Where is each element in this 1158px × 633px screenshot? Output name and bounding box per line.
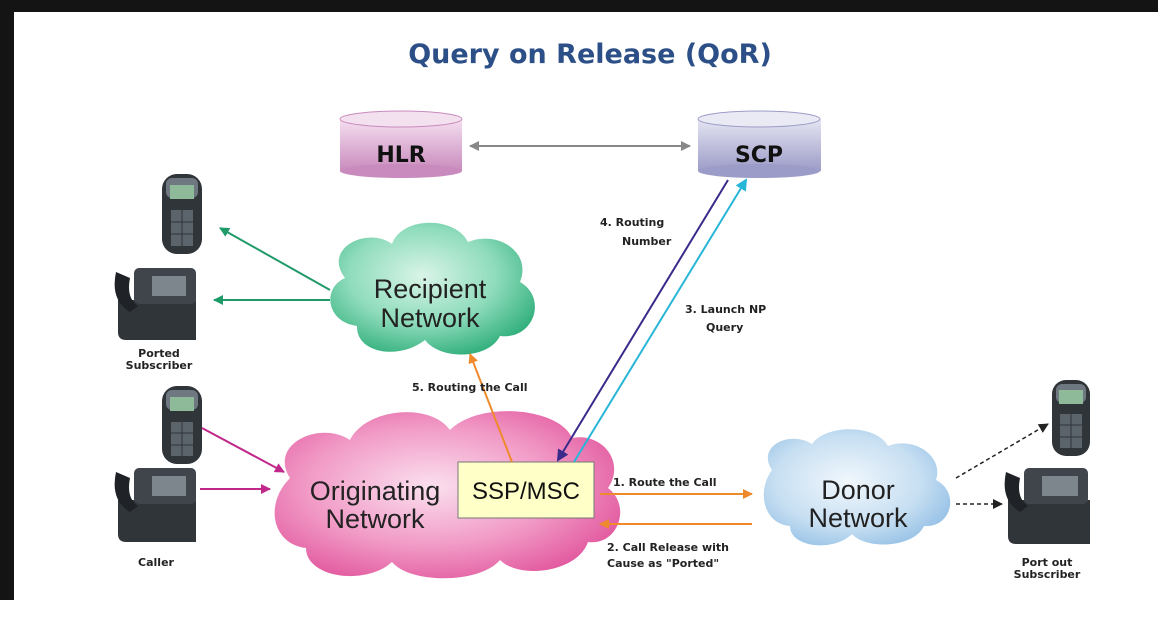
step4-label-line2: Number [622, 235, 672, 248]
ssp-msc-label: SSP/MSC [472, 478, 580, 505]
donor-network-label-line1: Donor [821, 475, 895, 505]
originating-network-label-line2: Network [325, 504, 425, 534]
donor-network-cloud: Donor Network [763, 429, 951, 546]
mobile-phone-icon [1052, 380, 1090, 456]
originating-network-cloud: Originating Network [274, 411, 621, 579]
originating-network-label-line1: Originating [310, 476, 441, 506]
caller-mobile-to-originating-arrow [201, 427, 285, 473]
port-out-subscriber-label-line1: Port out [1022, 556, 1073, 569]
step5-label: 5. Routing the Call [412, 381, 528, 394]
step5-routing-arrow [468, 353, 513, 463]
caller-label: Caller [138, 556, 174, 569]
mobile-phone-icon [162, 386, 202, 464]
ported-subscriber-label-line2: Subscriber [126, 359, 193, 372]
mobile-phone-icon [162, 174, 202, 254]
step3-label-line2: Query [706, 321, 743, 334]
donor-to-mobile-arrow [955, 423, 1049, 479]
frame-left-border [0, 0, 14, 600]
desk-phone-icon [114, 468, 196, 542]
recipient-network-label-line1: Recipient [374, 274, 487, 304]
donor-network-label-line2: Network [808, 503, 908, 533]
hlr-database-icon: HLR [339, 110, 463, 178]
step2-label-line2: Cause as "Ported" [607, 557, 719, 570]
step4-routing-number-arrow [556, 179, 729, 462]
desk-phone-icon [1004, 468, 1090, 544]
recipient-network-label-line2: Network [380, 303, 480, 333]
recipient-to-mobile-arrow [219, 227, 331, 291]
ssp-msc-box: SSP/MSC [457, 461, 595, 519]
desk-phone-icon [114, 268, 196, 340]
step2-label-line1: 2. Call Release with [607, 541, 729, 554]
frame-top-border [0, 0, 1158, 12]
diagram-title: Query on Release (QoR) [408, 39, 772, 70]
port-out-subscriber-label-line2: Subscriber [1014, 568, 1081, 581]
recipient-network-cloud: Recipient Network [330, 222, 535, 355]
step1-label: 1. Route the Call [613, 476, 717, 489]
scp-database-icon: SCP [697, 110, 821, 178]
step3-np-query-arrow [573, 178, 748, 463]
hlr-label: HLR [376, 143, 425, 168]
step3-label-line1: 3. Launch NP [685, 303, 766, 316]
step4-label-line1: 4. Routing [600, 216, 664, 229]
ported-subscriber-label-line1: Ported [138, 347, 180, 360]
scp-label: SCP [735, 143, 783, 168]
